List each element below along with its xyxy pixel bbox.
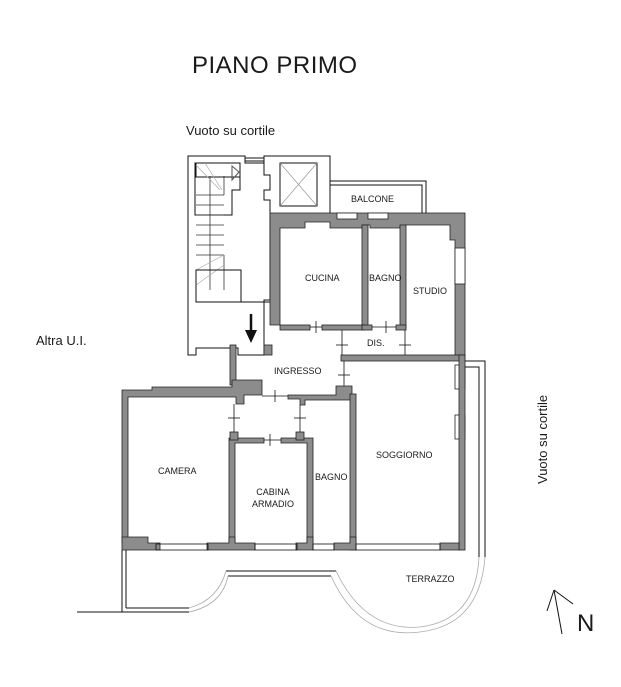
room-dis: DIS. xyxy=(367,338,385,348)
room-cucina: CUCINA xyxy=(305,273,340,283)
room-studio: STUDIO xyxy=(413,286,448,296)
compass-arrow-icon xyxy=(546,589,574,635)
page-title: PIANO PRIMO xyxy=(192,52,358,79)
room-soggiorno: SOGGIORNO xyxy=(376,450,433,460)
room-cabina-armadio: CABINA ARMADIO xyxy=(252,486,294,510)
other-unit-label: Altra U.I. xyxy=(36,333,87,348)
courtyard-right-label: Vuoto su cortile xyxy=(535,394,550,484)
door-marks xyxy=(228,321,411,446)
room-cabina-line1: CABINA xyxy=(256,487,290,497)
room-ingresso: INGRESSO xyxy=(274,366,322,376)
room-balcone: BALCONE xyxy=(351,194,395,204)
room-bagno-bottom: BAGNO xyxy=(315,472,348,482)
entry-arrow-icon xyxy=(245,314,257,343)
compass-north-label: N xyxy=(577,610,595,637)
walls xyxy=(121,212,466,551)
balcone-outline xyxy=(330,180,427,215)
room-camera: CAMERA xyxy=(158,466,197,476)
bottom-windows xyxy=(155,543,441,551)
room-bagno-top: BAGNO xyxy=(369,273,402,283)
stairwell-block xyxy=(187,155,331,356)
room-terrazzo: TERRAZZO xyxy=(406,574,455,584)
terrazzo-outline xyxy=(77,360,486,613)
terrazzo-arcs xyxy=(188,556,486,634)
room-cabina-line2: ARMADIO xyxy=(252,499,295,509)
courtyard-top-label: Vuoto su cortile xyxy=(186,123,276,138)
